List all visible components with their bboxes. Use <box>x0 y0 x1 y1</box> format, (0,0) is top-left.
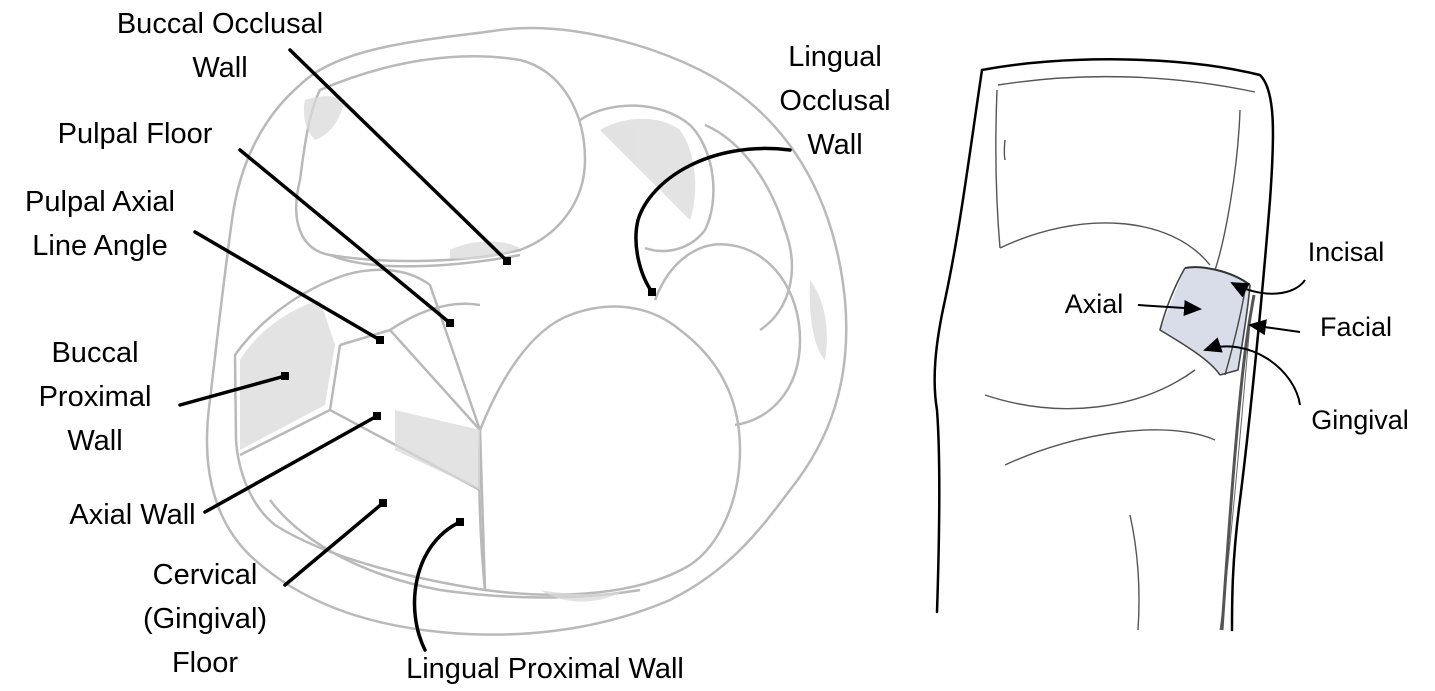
label-gingival: Gingival <box>1296 404 1424 436</box>
label-incisal: Incisal <box>1292 236 1400 268</box>
molar-shading <box>240 96 827 601</box>
label-pulpal-axial-line-angle: Pulpal Axial Line Angle <box>5 180 195 268</box>
incisor-cavity <box>1160 267 1254 630</box>
label-buccal-occlusal-wall: Buccal Occlusal Wall <box>80 2 360 90</box>
left-leader-dots <box>281 257 656 526</box>
label-cervical-floor: Cervical (Gingival) Floor <box>120 553 290 685</box>
label-lingual-occlusal-wall: Lingual Occlusal Wall <box>760 35 910 167</box>
label-facial: Facial <box>1306 311 1406 343</box>
label-axial-wall: Axial Wall <box>50 493 215 537</box>
lingual-proximal-cusp <box>479 307 740 595</box>
label-buccal-proximal-wall: Buccal Proximal Wall <box>20 331 170 463</box>
label-lingual-proximal-wall: Lingual Proximal Wall <box>365 647 725 691</box>
leader-cervical-floor <box>285 503 383 585</box>
label-pulpal-floor: Pulpal Floor <box>30 112 240 156</box>
label-axial: Axial <box>1053 288 1135 320</box>
